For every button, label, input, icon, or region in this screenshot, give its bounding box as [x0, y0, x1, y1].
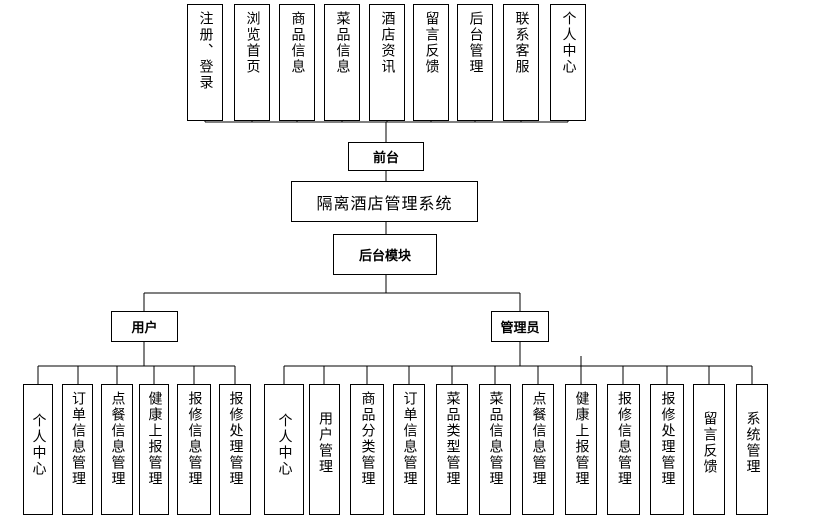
- user-module-health-report: 健康上报管理: [139, 384, 169, 515]
- admin-module-dish-info: 菜品信息管理: [479, 384, 511, 515]
- front-module-backend-admin: 后台管理: [457, 4, 493, 121]
- admin-node: 管理员: [491, 311, 549, 342]
- admin-module-repair-info: 报修信息管理: [607, 384, 640, 515]
- user-module-repair-handling: 报修处理管理: [219, 384, 251, 515]
- admin-module-health-report: 健康上报管理: [565, 384, 597, 515]
- front-module-browse-home: 浏览首页: [234, 4, 270, 121]
- admin-module-feedback: 留言反馈: [693, 384, 725, 515]
- user-module-order-info: 订单信息管理: [62, 384, 93, 515]
- front-module-dish-info: 菜品信息: [324, 4, 360, 121]
- front-module-goods-info: 商品信息: [279, 4, 315, 121]
- front-module-hotel-news: 酒店资讯: [369, 4, 405, 121]
- admin-module-goods-category: 商品分类管理: [350, 384, 384, 515]
- admin-module-order-info: 订单信息管理: [393, 384, 425, 515]
- front-node: 前台: [348, 142, 424, 171]
- front-module-feedback: 留言反馈: [413, 4, 449, 121]
- front-module-register-login: 注册、登录: [187, 4, 223, 121]
- front-module-personal-center: 个人中心: [550, 4, 586, 121]
- admin-module-meal-order-info: 点餐信息管理: [522, 384, 554, 515]
- admin-module-system-management: 系统管理: [736, 384, 768, 515]
- backend-node: 后台模块: [333, 234, 437, 275]
- user-module-personal-center: 个人中心: [23, 384, 53, 515]
- user-node: 用户: [111, 311, 178, 342]
- user-module-meal-order-info: 点餐信息管理: [101, 384, 133, 515]
- admin-module-repair-handling: 报修处理管理: [650, 384, 684, 515]
- admin-module-dish-type: 菜品类型管理: [436, 384, 468, 515]
- system-title: 隔离酒店管理系统: [291, 181, 478, 222]
- admin-module-user-management: 用户管理: [309, 384, 340, 515]
- user-module-repair-info: 报修信息管理: [177, 384, 211, 515]
- admin-module-personal-center: 个人中心: [264, 384, 304, 515]
- front-module-contact-service: 联系客服: [503, 4, 539, 121]
